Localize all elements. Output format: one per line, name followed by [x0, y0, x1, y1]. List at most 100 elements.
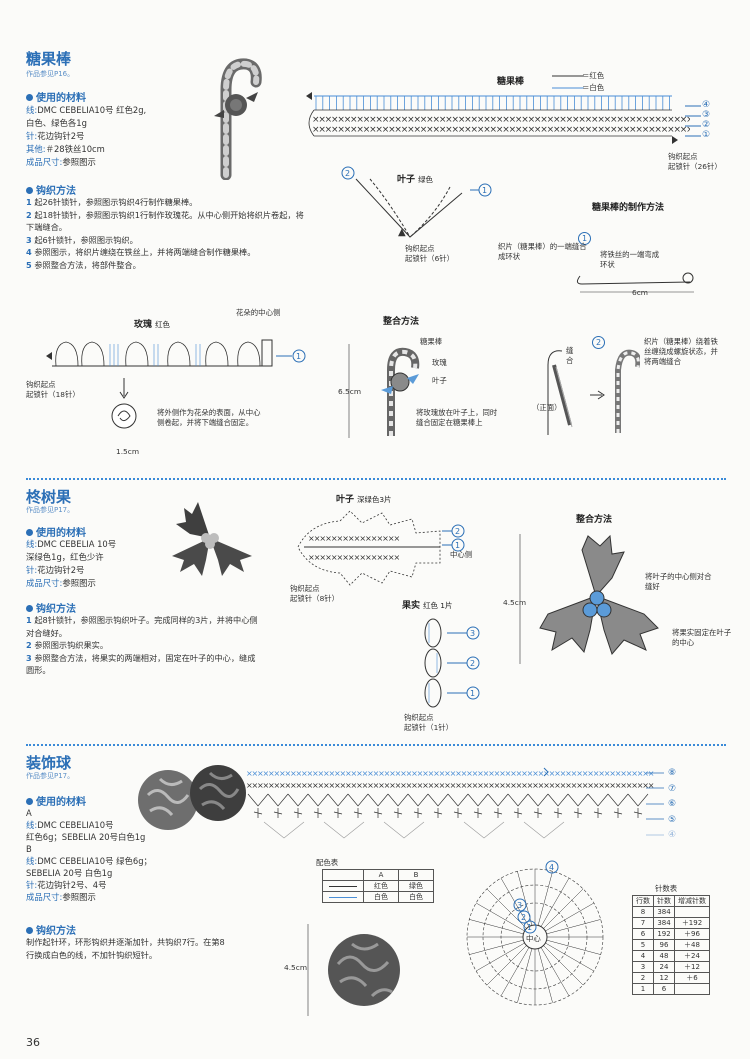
table-cell: 白色 [363, 891, 399, 903]
berry-start: 钩织起点 起锁针（1针） [404, 713, 453, 733]
candy-title: 糖果棒 [26, 50, 72, 68]
start-count: 起锁针（18针） [26, 390, 80, 399]
holly-leaf-title: 叶子 深绿色3片 [336, 495, 392, 505]
making-title: 糖果棒的制作方法 [592, 203, 665, 213]
table-cell: 行数 [632, 895, 654, 907]
start-label: 钩织起点 [405, 244, 435, 253]
holly-method-heading: 钩织方法 [26, 600, 76, 615]
table-cell: 2 [632, 972, 654, 984]
swatch-blue [322, 891, 364, 903]
table-cell: 8 [632, 906, 654, 918]
ball-method-text: 制作起针环，环形钩织并逐渐加针，共钩织7行。在第8行换成白色的线，不加针钩织短针… [26, 937, 225, 960]
table-cell: ＋96 [674, 928, 710, 940]
rose-note: 将外侧作为花朵的表面，从中心侧卷起，并将下端缝合固定。 [157, 408, 261, 427]
row-number: ⑦ [668, 783, 677, 794]
svg-text:××××××××××××××××××××××××××××××: ××××××××××××××××××××××××××××××××××××××××… [246, 781, 654, 790]
color-table: A B 红色 绿色 白色 白色 [322, 869, 434, 903]
step-line: 4 参照图示，将织片缠绕在铁丝上，并将两端缝合制作糖果棒。 [26, 247, 256, 258]
row-number: ② [702, 120, 711, 130]
start-count: 起锁针（8针） [290, 594, 340, 603]
candy-diagram-title: 糖果棒 [497, 77, 525, 87]
table-cell: ＋192 [674, 917, 710, 929]
table-cell: ＋48 [674, 939, 710, 951]
svg-text:××××××××××××××××: ×××××××××××××××× [308, 534, 400, 543]
ball-row-numbers: ⑧ ⑦ ⑥ ⑤ ④ [668, 766, 676, 844]
svg-text:1: 1 [482, 186, 487, 195]
berry-title: 果实 红色 1片 [402, 601, 453, 611]
holly-assembly-height: 4.5cm [503, 598, 527, 607]
row-number: ⑧ [668, 768, 677, 778]
table-cell: 6 [632, 928, 654, 940]
sew-label: 缝合 [566, 346, 574, 365]
table-row: 白色 白色 [322, 891, 434, 903]
row-number: ④ [668, 830, 677, 840]
material-line: SEBELIA 20号 白色1g [26, 868, 113, 878]
start-label: 钩织起点 [290, 584, 320, 593]
ball-title: 装饰球 [26, 754, 72, 772]
rose-sketch [111, 378, 137, 429]
row-number: ⑤ [668, 814, 677, 825]
svg-text:3: 3 [517, 901, 522, 910]
table-cell: ＋6 [674, 972, 710, 984]
assembly-rose-label: 玫瑰 [432, 358, 447, 367]
ball-finished-sketch [307, 924, 400, 1016]
step-line: 3 参照整合方法，将果实的两端相对，固定在叶子的中心，缝成圆形。 [26, 652, 256, 676]
rose-stitch-chart: 1 [46, 339, 306, 367]
holly-ref: 作品参见P17。 [26, 506, 75, 514]
svg-text:3: 3 [470, 629, 475, 638]
making-wire: 将铁丝的一端弯成环状 [600, 250, 660, 269]
table-cell: 384 [653, 917, 675, 929]
table-cell: 24 [653, 961, 675, 973]
table-cell: 3 [632, 961, 654, 973]
table-cell: 12 [653, 972, 675, 984]
holly-assembly-title: 整合方法 [576, 515, 613, 525]
start-count: 起锁针（26针） [668, 162, 722, 171]
step-line: 5 参照整合方法，将部件整合。 [26, 259, 141, 270]
start-label: 钩织起点 [404, 713, 434, 722]
candy-row-numbers: ④ ③ ② ① [702, 100, 710, 140]
rose-start: 钩织起点 起锁针（18针） [26, 380, 80, 400]
table-cell: 96 [653, 939, 675, 951]
candy-cane-photo [214, 58, 262, 180]
table-cell: 红色 [363, 880, 399, 892]
holly-leaf-start: 钩织起点 起锁针（8针） [290, 584, 339, 604]
holly-materials-heading: 使用的材料 [26, 524, 86, 539]
holly-title: 柊树果 [26, 488, 72, 506]
section-divider [26, 744, 726, 746]
candy-assembly-title: 整合方法 [383, 317, 420, 327]
ball-method-heading: 钩织方法 [26, 922, 76, 937]
table-cell: 针数 [653, 895, 675, 907]
start-label: 钩织起点 [26, 380, 56, 389]
section-divider [26, 478, 726, 480]
material-line: 针:花边钩针2号 [26, 565, 85, 575]
candy-method-heading: 钩织方法 [26, 182, 76, 197]
table-cell: B [398, 869, 434, 881]
table-cell: 增减针数 [674, 895, 710, 907]
svg-text:2: 2 [521, 913, 526, 922]
table-cell: 绿色 [398, 880, 434, 892]
candy-leaf-start: 钩织起点 起锁针（6针） [405, 244, 454, 264]
making-step2: 织片（糖果棒）绕着铁丝缠绕成螺旋状态，并将两端缝合 [644, 337, 718, 366]
svg-text:××××××××××××××××: ×××××××××××××××× [308, 553, 400, 562]
ball-photo [138, 765, 246, 830]
step-line: 2 参照图示钩织果实。 [26, 640, 109, 651]
svg-text:××××××××××××××××××××××××××××××: ××××××××××××××××××××××××××××××××××××××××… [312, 125, 690, 135]
berry-chart: 3 2 1 [424, 618, 480, 708]
row-number: ④ [702, 100, 711, 110]
svg-text:4: 4 [549, 863, 554, 872]
material-line: 其他:＃28铁丝10cm [26, 144, 105, 154]
ball-ref: 作品参见P17。 [26, 772, 75, 780]
material-line: 线:DMC CEBELIA10号 绿色6g； [26, 856, 152, 866]
table-cell: 白色 [398, 891, 434, 903]
material-line: 针:花边钩针2号、4号 [26, 880, 107, 890]
wrap-sketch [547, 349, 640, 435]
table-cell: 192 [653, 928, 675, 940]
material-line: 成品尺寸:参照图示 [26, 578, 96, 588]
material-line: 红色6g；SEBELIA 20号白色1g [26, 832, 146, 842]
table-cell: 5 [632, 939, 654, 951]
material-line: 线:DMC CEBELIA10号 [26, 820, 114, 830]
holly-materials: 线:DMC CEBELIA 10号 深绿色1g，红色少许 针:花边钩针2号 成品… [26, 538, 186, 590]
svg-text:1: 1 [470, 689, 475, 698]
